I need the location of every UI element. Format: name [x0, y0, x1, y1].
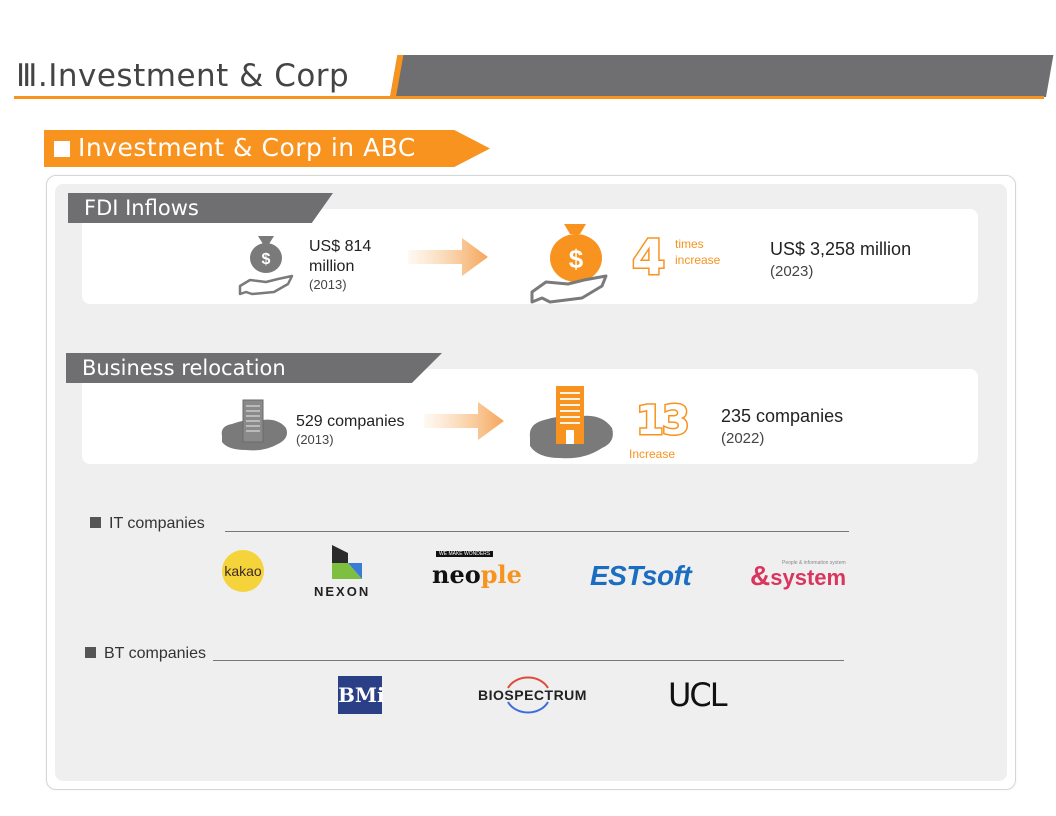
- fdi-card: [82, 209, 978, 304]
- it-companies-label: IT companies: [109, 515, 205, 532]
- bt-companies-label: BT companies: [104, 645, 206, 662]
- relocation-multiplier: 13: [635, 397, 692, 446]
- svg-text:$: $: [569, 244, 584, 274]
- fdi-before-value-line2: million: [309, 258, 355, 275]
- relocation-tab: Business relocation: [66, 353, 442, 383]
- bt-companies-heading: BT companies: [85, 645, 206, 663]
- system-logo: &system: [750, 560, 846, 592]
- right-arrow-icon: [408, 238, 488, 276]
- fdi-before-value-line1: US$ 814: [309, 238, 372, 255]
- fdi-after-value: US$ 3,258 million: [770, 239, 912, 259]
- fdi-multiplier-label-1: times: [675, 237, 704, 251]
- bt-companies-rule: [213, 660, 844, 661]
- nexon-logo-text: NEXON: [314, 584, 371, 599]
- system-logo-ampersand: &: [750, 560, 771, 591]
- relocation-after-year: (2022): [721, 430, 765, 447]
- neople-logo: neople: [432, 560, 522, 589]
- section-banner: Investment & Corp in ABC: [44, 130, 490, 167]
- relocation-multiplier-label: Increase: [629, 447, 676, 461]
- bullet-square-icon: [54, 141, 70, 157]
- ucl-logo: UCL: [668, 676, 728, 714]
- right-arrow-icon-2: [424, 402, 504, 440]
- header-underline: [14, 96, 1044, 99]
- system-logo-text: system: [770, 565, 847, 590]
- section-title: Investment & Corp in ABC: [78, 133, 416, 162]
- neople-tagline: WE MAKE WONDERS: [436, 551, 494, 557]
- bullet-square-icon: [85, 647, 96, 658]
- header-bar: [390, 55, 1054, 97]
- neople-logo-text-a: neo: [432, 560, 481, 589]
- fdi-multiplier: 4: [630, 230, 666, 286]
- fdi-multiplier-label-2: increase: [675, 253, 721, 267]
- kakao-logo: kakao: [222, 550, 264, 592]
- money-bag-hand-icon: $: [238, 236, 294, 296]
- estsoft-logo: ESTsoft: [590, 560, 692, 591]
- biospectrum-ring-icon: [507, 676, 549, 714]
- system-logo-tagline: People & information system: [782, 560, 846, 566]
- fdi-after-year: (2023): [770, 263, 814, 280]
- relocation-after-value: 235 companies: [721, 406, 844, 426]
- bmi-logo: BMi: [338, 676, 385, 714]
- island-building-large-icon: [529, 386, 613, 459]
- fdi-tab: FDI Inflows: [68, 193, 333, 223]
- bullet-square-icon: [90, 517, 101, 528]
- svg-text:$: $: [262, 251, 271, 268]
- relocation-card: [82, 369, 978, 464]
- nexon-logo-icon: [332, 545, 362, 579]
- island-building-icon: [221, 399, 287, 451]
- biospectrum-logo: BIOSPECTRUM: [478, 687, 587, 703]
- relocation-before-year: (2013): [296, 432, 334, 447]
- money-bag-hand-large-icon: $: [530, 224, 608, 304]
- relocation-before-value: 529 companies: [296, 413, 405, 430]
- fdi-before-year: (2013): [309, 277, 347, 292]
- it-companies-heading: IT companies: [90, 515, 205, 533]
- page-title: Ⅲ.Investment & Corp: [16, 58, 350, 94]
- it-companies-rule: [225, 531, 849, 532]
- neople-logo-text-b: ple: [480, 560, 522, 589]
